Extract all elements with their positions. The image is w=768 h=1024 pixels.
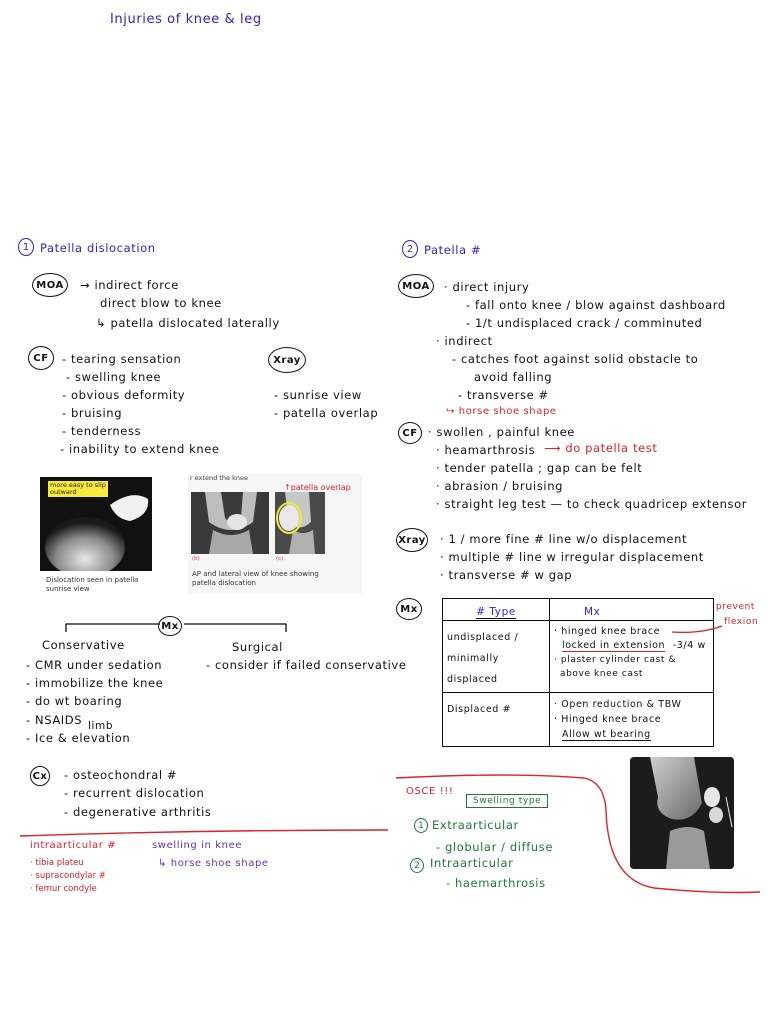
patella-test-note: ⟶ do patella test bbox=[544, 441, 658, 455]
osce-item-label: Extraarticular bbox=[432, 818, 519, 832]
page-title: Injuries of knee & leg bbox=[110, 12, 262, 27]
xray-label: Xray bbox=[268, 347, 306, 373]
table-cell-type: Displaced # bbox=[442, 692, 550, 747]
cx-line: - recurrent dislocation bbox=[64, 786, 205, 800]
xray-right-line: · 1 / more fine # line w/o displacement bbox=[440, 532, 688, 546]
prevent-arrow bbox=[671, 625, 723, 633]
table-header-type: # Type bbox=[442, 598, 550, 621]
cf-line: - tearing sensation bbox=[62, 352, 182, 366]
cf-line: - swelling knee bbox=[66, 370, 162, 384]
cf-right-line: · heamarthrosis bbox=[436, 443, 536, 457]
moa-right-line: · direct injury bbox=[444, 280, 530, 294]
prevent-note: prevent bbox=[716, 602, 756, 612]
moa-line: ↳ patella dislocated laterally bbox=[96, 316, 280, 330]
xray-right-line: · transverse # w gap bbox=[440, 568, 573, 582]
mx-branch-lines bbox=[65, 623, 287, 632]
section-number-1: 1 bbox=[18, 238, 34, 256]
img2-sub-c: (c) bbox=[276, 556, 284, 562]
intraarticular-item: · tibia plateu bbox=[30, 858, 84, 868]
conservative-line: - immobilize the knee bbox=[26, 676, 164, 690]
cf-right-line: · abrasion / bruising bbox=[436, 479, 564, 493]
xray-line: - sunrise view bbox=[274, 388, 362, 402]
flexion-note: flexion bbox=[724, 617, 759, 627]
img1-annotation: more easy to slip outward bbox=[48, 481, 108, 497]
xray-line: - patella overlap bbox=[274, 406, 379, 420]
cf-line: - tenderness bbox=[62, 424, 142, 438]
osce-item-label: Intraarticular bbox=[430, 856, 514, 870]
patella-fracture-mx-table: # Type Mx undisplaced / minimally displa… bbox=[442, 598, 714, 747]
conservative-line: - NSAIDS bbox=[26, 713, 83, 727]
intraarticular-item: · supracondylar # bbox=[30, 871, 106, 881]
intraarticular-item: · femur condyle bbox=[30, 884, 97, 894]
swelling-title: swelling in knee bbox=[152, 840, 243, 851]
xray-label-right: Xray bbox=[396, 528, 428, 552]
img2-header: r extend the knee bbox=[190, 474, 248, 482]
cf-right-line: · straight leg test — to check quadricep… bbox=[436, 497, 748, 511]
img2-annotation-text: patella overlap bbox=[290, 483, 351, 492]
osce-red-border bbox=[395, 774, 761, 894]
cx-line: - osteochondral # bbox=[64, 768, 178, 782]
conservative-line: - Ice & elevation bbox=[26, 731, 131, 745]
lateral-xray-image bbox=[275, 492, 325, 554]
mx-label-right: Mx bbox=[396, 598, 422, 620]
section-number-2: 2 bbox=[402, 240, 418, 258]
swelling-type-box: Swelling type bbox=[466, 794, 549, 808]
cf-label: CF bbox=[28, 346, 54, 370]
patella-test-text: do patella test bbox=[565, 441, 658, 455]
red-divider bbox=[19, 829, 389, 837]
moa-label: MOA bbox=[32, 273, 68, 297]
surgical-line: - consider if failed conservative bbox=[206, 658, 407, 672]
swelling-line: ↳ horse shoe shape bbox=[158, 858, 269, 869]
surgical-title: Surgical bbox=[232, 640, 283, 654]
moa-line: → indirect force bbox=[80, 278, 179, 292]
conservative-line: - CMR under sedation bbox=[26, 658, 163, 672]
osce-item-detail: - haemarthrosis bbox=[446, 876, 546, 890]
osce-title: OSCE !!! bbox=[406, 786, 454, 797]
osce-number-2: 2 bbox=[410, 858, 424, 873]
osce-number-1: 1 bbox=[414, 818, 428, 833]
cf-line: - bruising bbox=[62, 406, 123, 420]
limb-note: limb bbox=[88, 720, 114, 732]
table-cell-mx: · Open reduction & TBW · Hinged knee bra… bbox=[549, 692, 714, 747]
moa-right-line: · indirect bbox=[436, 334, 493, 348]
moa-right-line: - catches foot against solid obstacle to bbox=[452, 352, 699, 366]
xray-right-line: · multiple # line w irregular displaceme… bbox=[440, 550, 704, 564]
img2-annotation: ↑patella overlap bbox=[284, 483, 351, 492]
cf-label-right: CF bbox=[398, 422, 422, 444]
moa-right-line: - transverse # bbox=[458, 388, 549, 402]
img2-caption: AP and lateral view of knee showing pate… bbox=[192, 570, 319, 587]
conservative-line: - do wt boaring bbox=[26, 694, 123, 708]
img2-sub-b: (b) bbox=[192, 556, 200, 562]
moa-right-line: - 1/t undisplaced crack / comminuted bbox=[466, 316, 703, 330]
osce-item-detail: - globular / diffuse bbox=[436, 840, 554, 854]
moa-right-line: - fall onto knee / blow against dashboar… bbox=[466, 298, 726, 312]
intraarticular-title: intraarticular # bbox=[30, 840, 117, 851]
table-cell-type: undisplaced / minimally displaced bbox=[442, 620, 550, 693]
cx-line: - degenerative arthritis bbox=[64, 805, 212, 819]
patella-fracture-xray-image bbox=[630, 757, 734, 869]
section-heading-patella-dislocation: Patella dislocation bbox=[40, 241, 156, 255]
cf-line: - inability to extend knee bbox=[60, 442, 220, 456]
table-row: Displaced # · Open reduction & TBW · Hin… bbox=[442, 692, 714, 747]
moa-label-right: MOA bbox=[398, 274, 434, 298]
moa-right-line: avoid falling bbox=[474, 370, 553, 384]
mx-label: Mx bbox=[158, 616, 182, 636]
moa-line: direct blow to knee bbox=[100, 296, 222, 310]
cf-right-line: · swollen , painful knee bbox=[428, 425, 575, 439]
cx-label: Cx bbox=[30, 766, 50, 786]
conservative-title: Conservative bbox=[42, 638, 125, 652]
img1-caption: Dislocation seen in patella sunrise view bbox=[46, 576, 139, 593]
cf-right-line: · tender patella ; gap can be felt bbox=[436, 461, 643, 475]
ap-xray-image bbox=[191, 492, 269, 554]
cf-line: - obvious deformity bbox=[62, 388, 186, 402]
table-header-mx: Mx bbox=[549, 598, 714, 621]
horse-shoe-text: horse shoe shape bbox=[458, 406, 557, 417]
section-heading-patella-fracture: Patella # bbox=[424, 243, 482, 257]
horse-shoe-note: ↪ horse shoe shape bbox=[446, 406, 557, 417]
